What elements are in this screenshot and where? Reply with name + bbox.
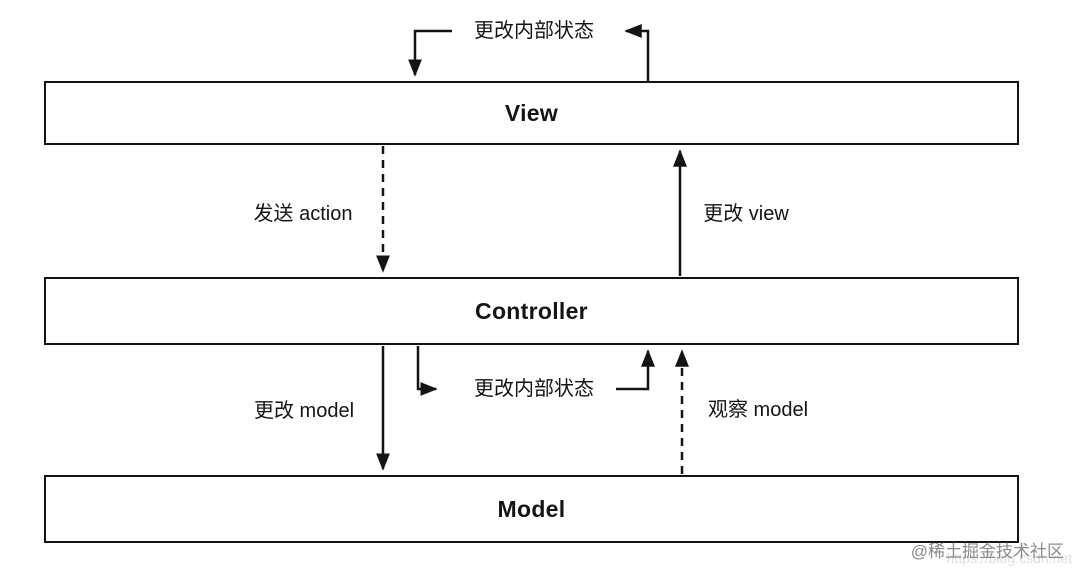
watermark-community-text: @稀土掘金技术社区 [910,542,1064,561]
controller-box: Controller [44,277,1019,345]
edge-label-change-model: 更改 model [249,399,359,423]
model-box: Model [44,475,1019,543]
edge-label-send-action: 发送 action [249,202,357,226]
controller-box-label: Controller [475,297,588,324]
watermark-url-text: https://blog.csdn.net [946,550,1072,566]
arrow-controller-self-right [616,349,655,391]
arrow-view-self-right [624,24,650,81]
edge-label-observe-model: 观察 model [703,398,813,422]
arrow-controller-self-left [416,346,438,396]
view-box-label: View [504,99,559,126]
edge-label-controller-self: 更改内部状态 [470,377,598,401]
view-box: View [44,81,1019,145]
model-box-label: Model [497,495,566,522]
arrow-view-self-left [408,29,452,77]
edge-label-change-view: 更改 view [699,202,793,226]
edge-label-view-self: 更改内部状态 [470,19,598,43]
